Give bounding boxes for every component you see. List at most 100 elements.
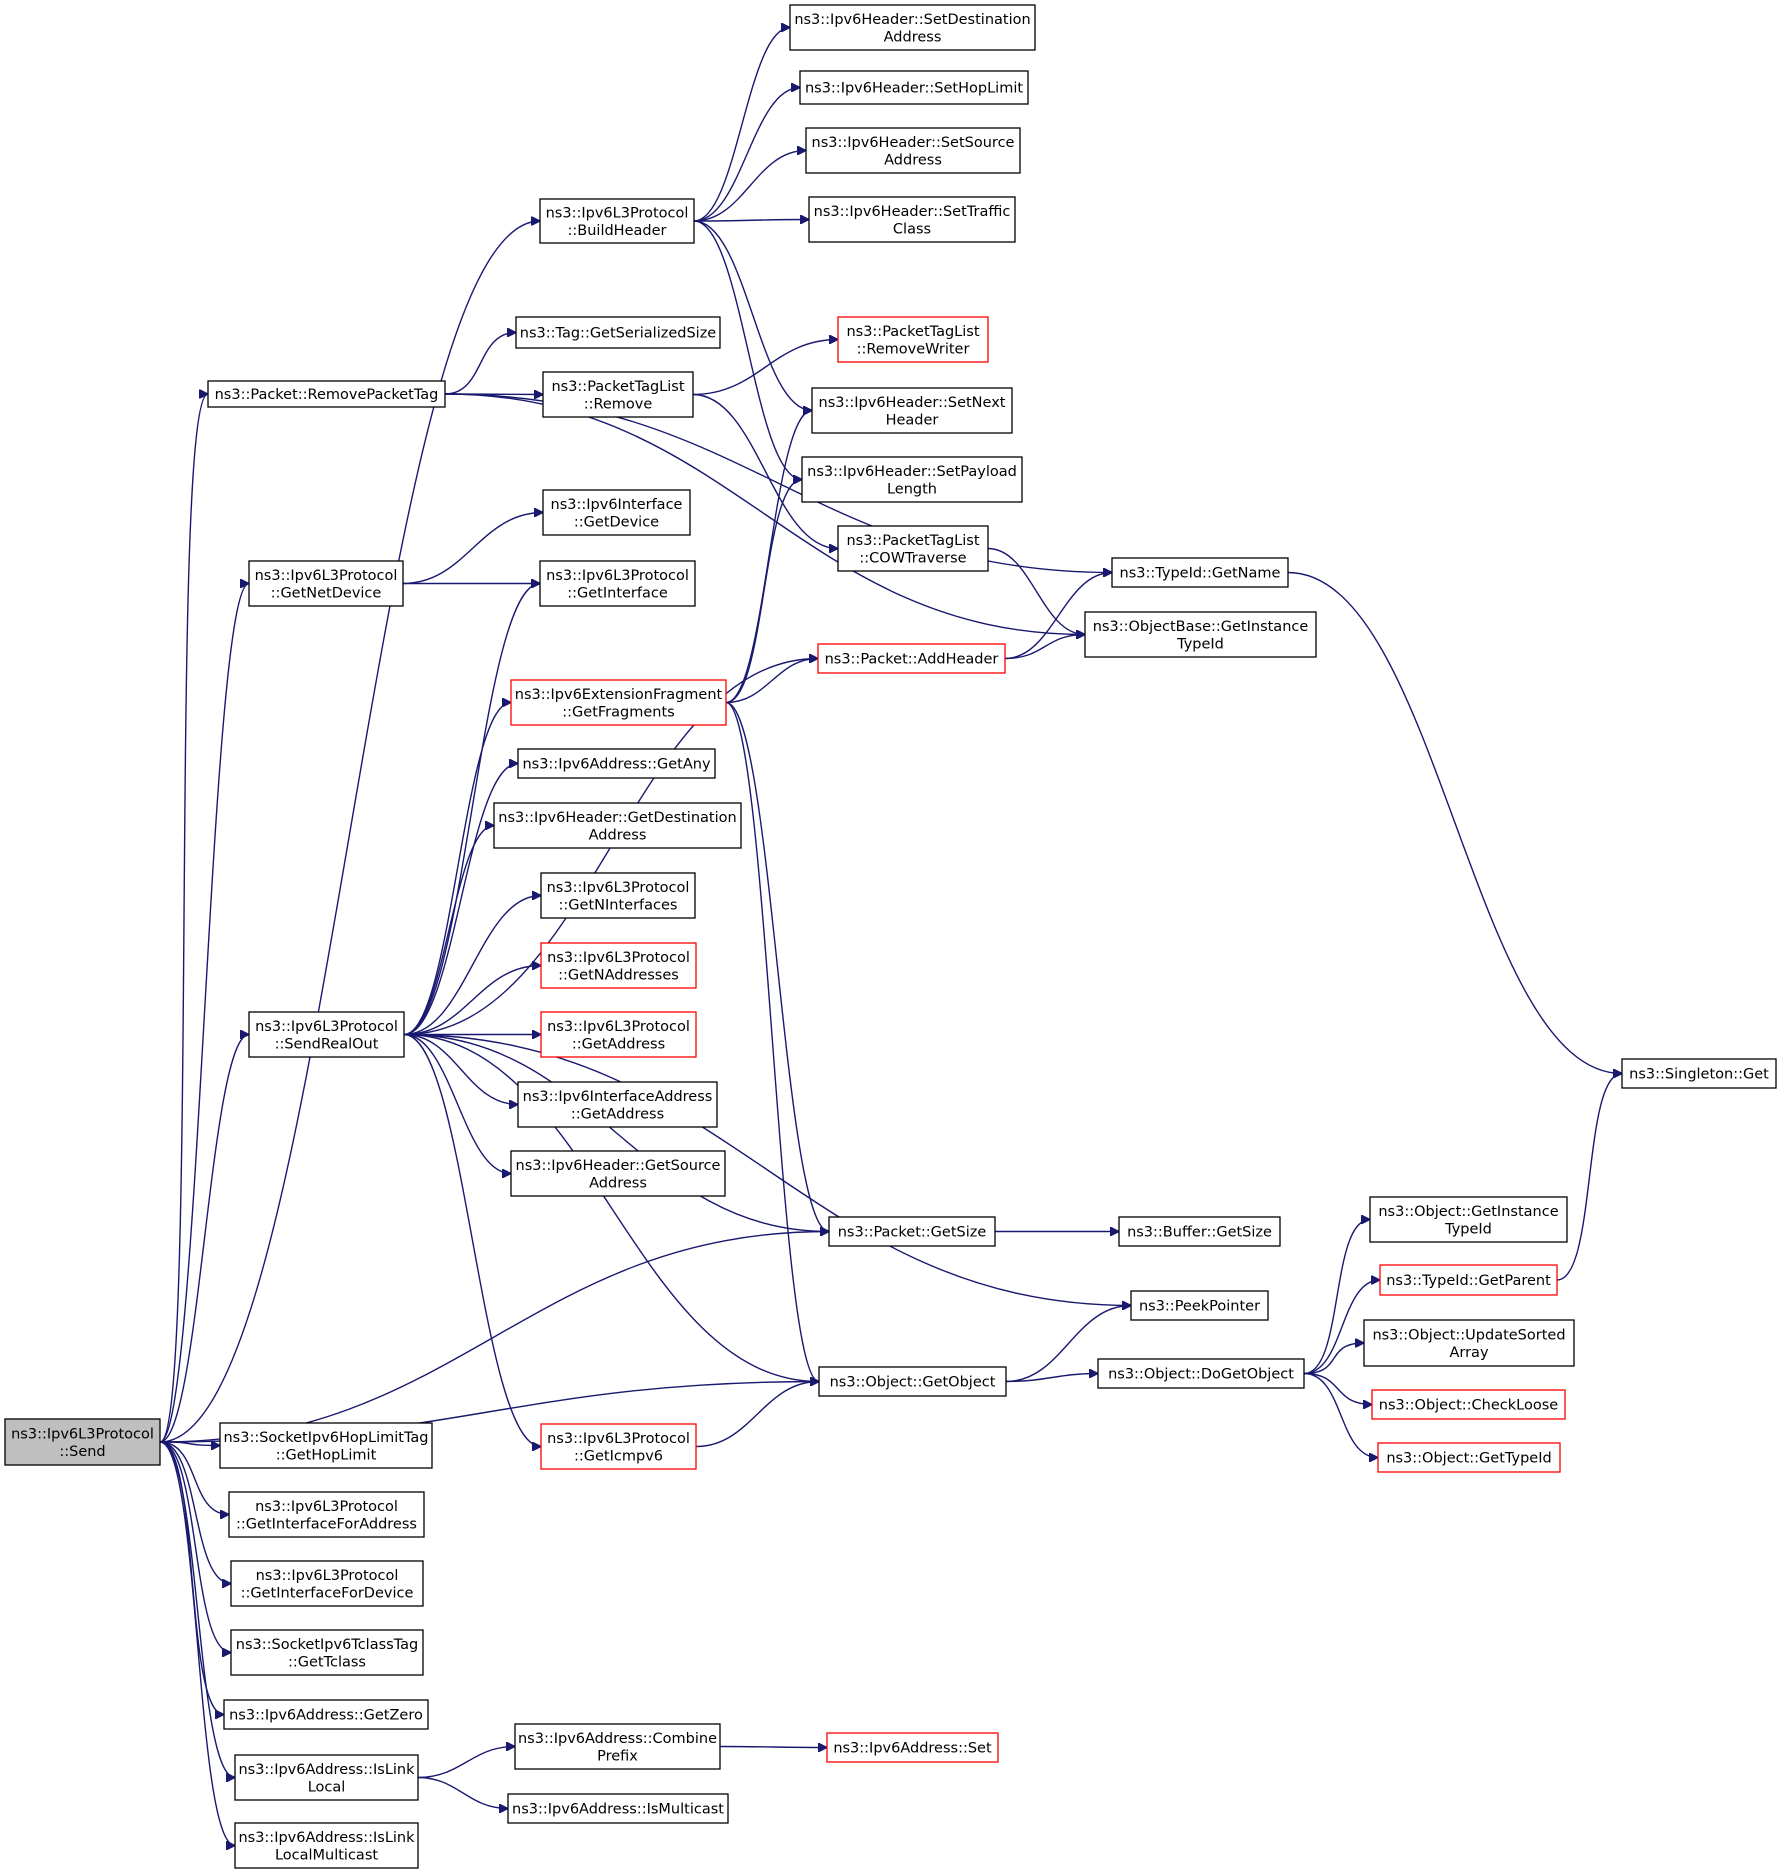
edge-send-to-getnetdevice xyxy=(159,584,249,1443)
node-ifgetdevice[interactable]: ns3::Ipv6Interface::GetDevice xyxy=(542,489,691,536)
node-tagsize-box xyxy=(515,316,721,349)
node-getobject[interactable]: ns3::Object::GetObject xyxy=(818,1366,1007,1397)
node-typeidgetparent[interactable]: ns3::TypeId::GetParent xyxy=(1379,1264,1558,1296)
node-ifgetdevice-label: ns3::Ipv6Interface xyxy=(551,497,683,513)
node-getdestaddr-box xyxy=(493,802,742,849)
node-sethoplimit-label: ns3::Ipv6Header::SetHopLimit xyxy=(805,81,1023,97)
node-addrset[interactable]: ns3::Ipv6Address::Set xyxy=(826,1732,999,1763)
node-sethoplimit[interactable]: ns3::Ipv6Header::SetHopLimit xyxy=(799,70,1029,105)
edge-sendrealout-to-getfragments xyxy=(403,703,511,1036)
node-updatesorted-label: Array xyxy=(1449,1345,1488,1361)
node-typeidgetname-box xyxy=(1111,557,1289,588)
node-getgethoplimit[interactable]: ns3::SocketIpv6HopLimitTag::GetHopLimit xyxy=(219,1422,433,1469)
edge-sendrealout-to-getobject xyxy=(403,1033,819,1382)
node-buildheader[interactable]: ns3::Ipv6L3Protocol::BuildHeader xyxy=(539,198,695,244)
node-gettclass[interactable]: ns3::SocketIpv6TclassTag::GetTclass xyxy=(230,1629,424,1676)
node-removepackettag[interactable]: ns3::Packet::RemovePacketTag xyxy=(207,380,446,408)
node-getifforaddr-label: ::GetInterfaceForAddress xyxy=(236,1516,417,1532)
edge-ptlremove-to-cowtraverse xyxy=(692,393,838,549)
node-getany[interactable]: ns3::Ipv6Address::GetAny xyxy=(517,748,716,779)
node-buffergetsize[interactable]: ns3::Buffer::GetSize xyxy=(1118,1216,1281,1247)
node-geticmpv6[interactable]: ns3::Ipv6L3Protocol::GetIcmpv6 xyxy=(540,1423,697,1470)
node-getany-label: ns3::Ipv6Address::GetAny xyxy=(522,757,710,773)
edge-sendrealout-to-getninterfaces xyxy=(403,896,541,1036)
node-getifforaddr-label: ns3::Ipv6L3Protocol xyxy=(255,1499,398,1515)
node-ptlremove[interactable]: ns3::PacketTagList::Remove xyxy=(542,371,694,418)
node-getaddress[interactable]: ns3::Ipv6L3Protocol::GetAddress xyxy=(540,1011,697,1058)
node-getninterfaces[interactable]: ns3::Ipv6L3Protocol::GetNInterfaces xyxy=(540,872,696,919)
node-getifforaddr[interactable]: ns3::Ipv6L3Protocol::GetInterfaceForAddr… xyxy=(228,1491,425,1538)
node-setdest-box xyxy=(789,4,1036,51)
node-getiffordevice[interactable]: ns3::Ipv6L3Protocol::GetInterfaceForDevi… xyxy=(230,1560,424,1607)
edge-sendrealout-to-getany xyxy=(403,764,518,1036)
node-getfragments-label: ns3::Ipv6ExtensionFragment xyxy=(515,687,723,703)
edge-removepackettag-to-tagsize xyxy=(444,333,516,395)
node-cowtraverse[interactable]: ns3::PacketTagList::COWTraverse xyxy=(837,525,989,572)
node-checkloose[interactable]: ns3::Object::CheckLoose xyxy=(1371,1389,1566,1420)
node-send-label: ::Send xyxy=(59,1444,105,1460)
node-tagsize[interactable]: ns3::Tag::GetSerializedSize xyxy=(515,316,721,349)
node-islinklocal-label: ns3::Ipv6Address::IsLink xyxy=(238,1762,415,1778)
node-getnaddresses[interactable]: ns3::Ipv6L3Protocol::GetNAddresses xyxy=(540,942,697,989)
node-typeidgetname[interactable]: ns3::TypeId::GetName xyxy=(1111,557,1289,588)
node-addrset-label: ns3::Ipv6Address::Set xyxy=(833,1741,992,1757)
node-ifaddrgetaddr-label: ::GetAddress xyxy=(571,1106,664,1122)
node-settraffic-label: ns3::Ipv6Header::SetTraffic xyxy=(814,204,1011,220)
node-sendrealout-box xyxy=(248,1011,405,1058)
node-getinterface-box xyxy=(539,560,696,607)
node-getfragments[interactable]: ns3::Ipv6ExtensionFragment::GetFragments xyxy=(510,679,727,726)
node-addheader-label: ns3::Packet::AddHeader xyxy=(825,652,999,668)
node-singletonget[interactable]: ns3::Singleton::Get xyxy=(1621,1058,1777,1089)
node-islinklocal-label: Local xyxy=(308,1779,346,1795)
node-getaddress-box xyxy=(540,1011,697,1058)
node-getnetdevice[interactable]: ns3::Ipv6L3Protocol::GetNetDevice xyxy=(248,560,404,607)
node-removewriter[interactable]: ns3::PacketTagList::RemoveWriter xyxy=(837,316,989,363)
node-getfragments-label: ::GetFragments xyxy=(562,704,674,720)
node-typeidgetparent-label: ns3::TypeId::GetParent xyxy=(1386,1273,1551,1289)
node-packetgetsize[interactable]: ns3::Packet::GetSize xyxy=(828,1216,996,1247)
node-addheader[interactable]: ns3::Packet::AddHeader xyxy=(817,643,1006,674)
edge-sendrealout-to-peekpointer xyxy=(403,1033,1131,1306)
node-geticmpv6-label: ns3::Ipv6L3Protocol xyxy=(547,1431,690,1447)
node-ifgetdevice-box xyxy=(542,489,691,536)
edge-send-to-gettclass xyxy=(159,1441,231,1653)
node-getgethoplimit-label: ::GetHopLimit xyxy=(276,1447,377,1463)
node-getinterface[interactable]: ns3::Ipv6L3Protocol::GetInterface xyxy=(539,560,696,607)
node-sendrealout[interactable]: ns3::Ipv6L3Protocol::SendRealOut xyxy=(248,1011,405,1058)
node-peekpointer[interactable]: ns3::PeekPointer xyxy=(1130,1290,1269,1321)
node-buildheader-box xyxy=(539,198,695,244)
edge-sendrealout-to-getdestaddr xyxy=(403,826,494,1036)
edge-send-to-islinklocalmc xyxy=(159,1441,235,1846)
node-getzero[interactable]: ns3::Ipv6Address::GetZero xyxy=(223,1699,429,1730)
edge-send-to-islinklocal xyxy=(159,1441,235,1778)
edge-buildheader-to-sethoplimit xyxy=(693,88,800,222)
edge-combineprefix-to-addrset xyxy=(719,1747,827,1748)
node-dogetobject-label: ns3::Object::DoGetObject xyxy=(1108,1367,1294,1383)
node-updatesorted-label: ns3::Object::UpdateSorted xyxy=(1372,1327,1565,1343)
node-typeidgetparent-box xyxy=(1379,1264,1558,1296)
node-packetgetsize-box xyxy=(828,1216,996,1247)
node-getzero-box xyxy=(223,1699,429,1730)
node-gettypeid[interactable]: ns3::Object::GetTypeId xyxy=(1377,1442,1561,1473)
node-setpayload-label: Length xyxy=(887,481,937,497)
edge-addheader-to-objbasetypeid xyxy=(1004,635,1085,660)
node-send[interactable]: ns3::Ipv6L3Protocol::Send xyxy=(4,1418,161,1466)
node-sendrealout-label: ns3::Ipv6L3Protocol xyxy=(255,1019,398,1035)
node-buffergetsize-box xyxy=(1118,1216,1281,1247)
node-ismulticast[interactable]: ns3::Ipv6Address::IsMulticast xyxy=(507,1793,729,1824)
node-ifaddrgetaddr[interactable]: ns3::Ipv6InterfaceAddress::GetAddress xyxy=(517,1081,718,1128)
node-dogetobject[interactable]: ns3::Object::DoGetObject xyxy=(1097,1358,1305,1389)
